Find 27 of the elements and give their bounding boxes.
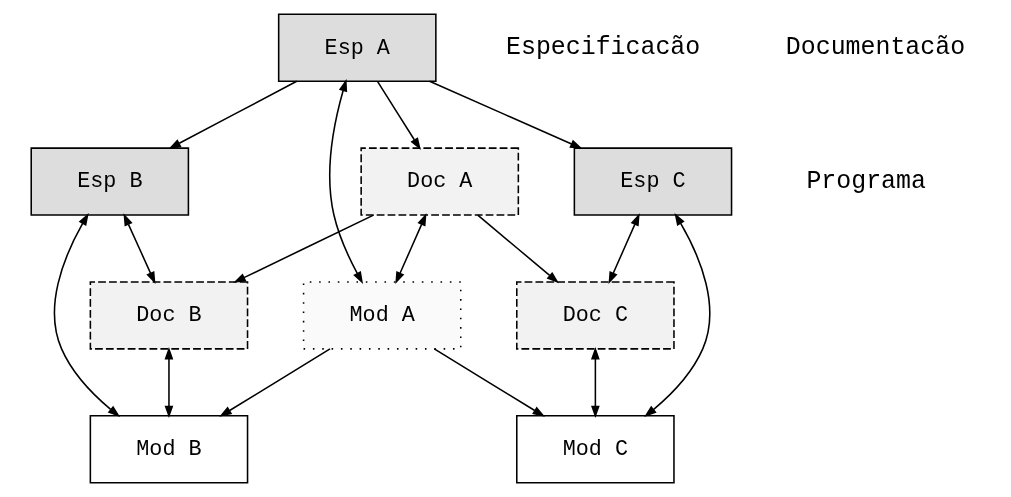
- label: Programa: [806, 166, 926, 195]
- node-box: Esp C: [573, 147, 733, 216]
- arrow: [53, 213, 121, 417]
- node-box: Mod A: [302, 281, 462, 350]
- node-box: Doc B: [89, 281, 249, 350]
- label: Especificacão: [506, 32, 701, 61]
- arrow: [608, 213, 640, 285]
- arrow: [168, 80, 298, 149]
- node-box: Mod C: [516, 415, 675, 484]
- arrow: [123, 213, 156, 285]
- arrow: [477, 214, 559, 284]
- label: Documentacão: [785, 32, 966, 61]
- node-box: Esp B: [30, 147, 190, 216]
- node-box: Esp A: [277, 13, 437, 82]
- arrow: [233, 214, 375, 283]
- arrow: [376, 80, 421, 151]
- arrow: [164, 346, 174, 419]
- arrow: [219, 348, 331, 417]
- arrow: [329, 79, 364, 284]
- node-box: Doc C: [516, 281, 675, 350]
- node-box: Doc A: [360, 147, 520, 216]
- arrow: [591, 346, 600, 419]
- arrow: [428, 80, 583, 149]
- arrow: [433, 348, 546, 417]
- arrow: [395, 213, 427, 285]
- node-box: Mod B: [89, 415, 249, 484]
- arrow: [644, 213, 711, 417]
